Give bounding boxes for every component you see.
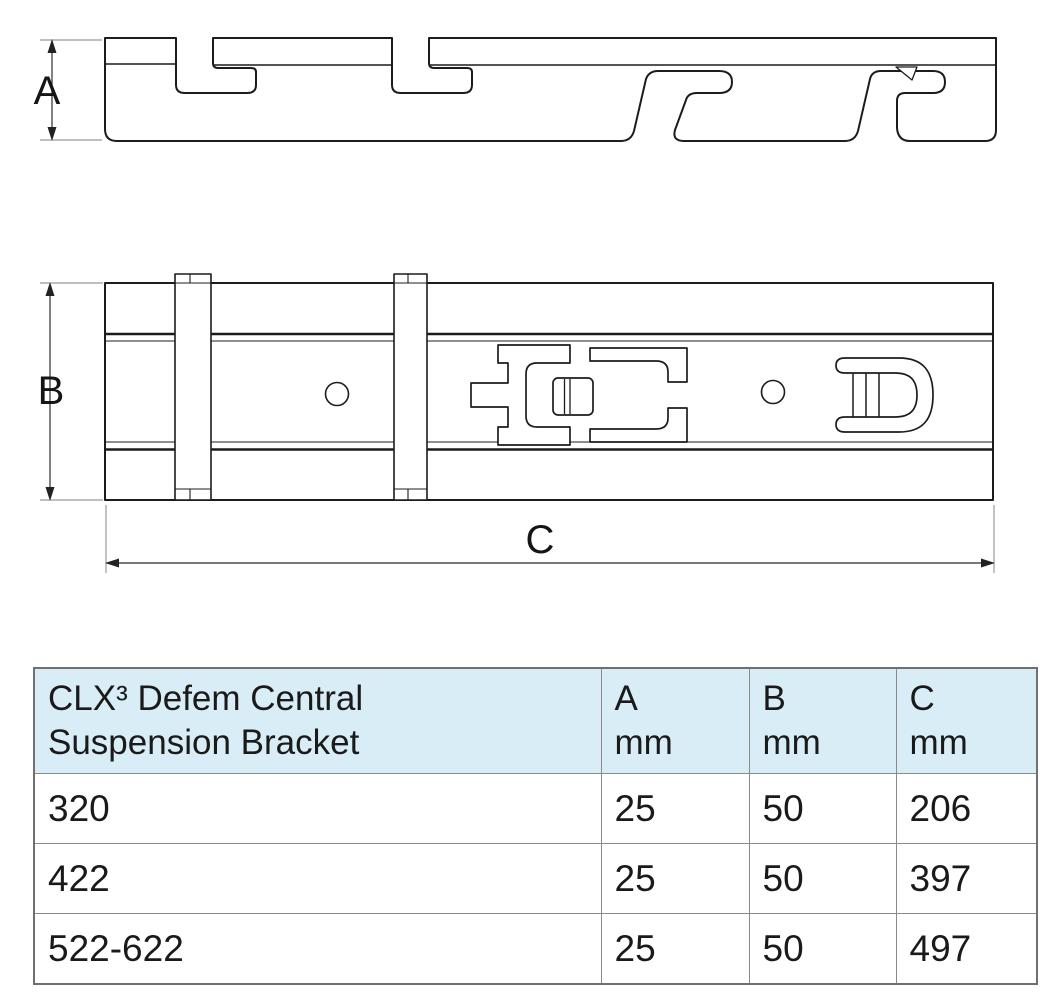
cell-model: 320 — [33, 773, 602, 844]
latch-cutout — [470, 344, 688, 446]
bracket-technical-drawing: A — [34, 37, 997, 573]
dimension-b: B — [38, 282, 103, 501]
side-profile-outline — [104, 37, 997, 142]
top-plan-view — [104, 273, 994, 501]
col-header-product: CLX³ Defem Central Suspension Bracket — [33, 667, 602, 774]
table-row: 422 25 50 397 — [33, 843, 1038, 914]
cell-model: 522-622 — [33, 913, 602, 985]
dimension-c: C — [105, 505, 995, 573]
cell-model: 422 — [33, 843, 602, 914]
cell-b-mm: 50 — [748, 843, 897, 914]
cell-a-mm: 25 — [600, 843, 750, 914]
header-row: CLX³ Defem Central Suspension Bracket A … — [33, 667, 1038, 774]
col-c-unit: mm — [909, 723, 968, 762]
col-header-b: B mm — [748, 667, 897, 774]
col-c-letter: C — [909, 679, 935, 718]
latch-slider — [552, 377, 594, 416]
suspension-strap-1 — [174, 273, 212, 501]
cell-c-mm: 397 — [895, 843, 1038, 914]
latch-right-top-hook — [589, 347, 688, 383]
col-a-unit: mm — [614, 723, 673, 762]
latch-slider-divider — [563, 379, 571, 414]
col-a-letter: A — [614, 679, 638, 718]
cell-b-mm: 50 — [748, 913, 897, 985]
cell-b-mm: 50 — [748, 773, 897, 844]
product-name-line1: CLX³ Defem Central — [48, 679, 364, 718]
col-header-c: C mm — [895, 667, 1038, 774]
suspension-strap-2 — [393, 273, 428, 501]
dimension-c-label: C — [526, 518, 555, 562]
col-header-a: A mm — [600, 667, 750, 774]
mounting-hole-left — [324, 381, 350, 407]
dimension-a-label: A — [34, 69, 61, 113]
buckle-rungs — [852, 373, 880, 417]
side-profile-clip-triangle — [895, 66, 918, 81]
product-name-line2: Suspension Bracket — [48, 723, 360, 762]
rail-body — [104, 282, 994, 501]
buckle-outline — [835, 357, 934, 433]
dimension-a: A — [34, 39, 102, 141]
strap-fold-lines — [175, 274, 211, 500]
table-row: 320 25 50 206 — [33, 773, 1038, 844]
strap-fold-lines — [394, 274, 427, 500]
col-b-unit: mm — [762, 723, 821, 762]
dimension-b-label: B — [38, 369, 65, 413]
latch-right-bottom-hook — [589, 407, 688, 443]
dimension-a-extension-lines — [40, 39, 102, 141]
cell-a-mm: 25 — [600, 773, 750, 844]
cell-a-mm: 25 — [600, 913, 750, 985]
table-row: 522-622 25 50 497 — [33, 913, 1038, 985]
mounting-hole-right — [760, 379, 786, 405]
spec-table: CLX³ Defem Central Suspension Bracket A … — [33, 667, 1038, 985]
col-b-letter: B — [762, 679, 786, 718]
spec-table-header: CLX³ Defem Central Suspension Bracket A … — [33, 667, 1038, 774]
dimension-b-extension-lines — [40, 282, 103, 501]
latch-left-bracket — [470, 344, 571, 446]
strap-bar — [174, 273, 212, 501]
side-profile-view — [104, 37, 997, 142]
cell-c-mm: 206 — [895, 773, 1038, 844]
buckle — [835, 357, 934, 433]
cell-c-mm: 497 — [895, 913, 1038, 985]
strap-bar — [393, 273, 428, 501]
side-profile-flange-line — [105, 63, 996, 66]
dimension-c-extension-lines — [105, 505, 995, 573]
spec-table-body: 320 25 50 206 422 25 50 397 522-622 25 5… — [33, 773, 1038, 985]
